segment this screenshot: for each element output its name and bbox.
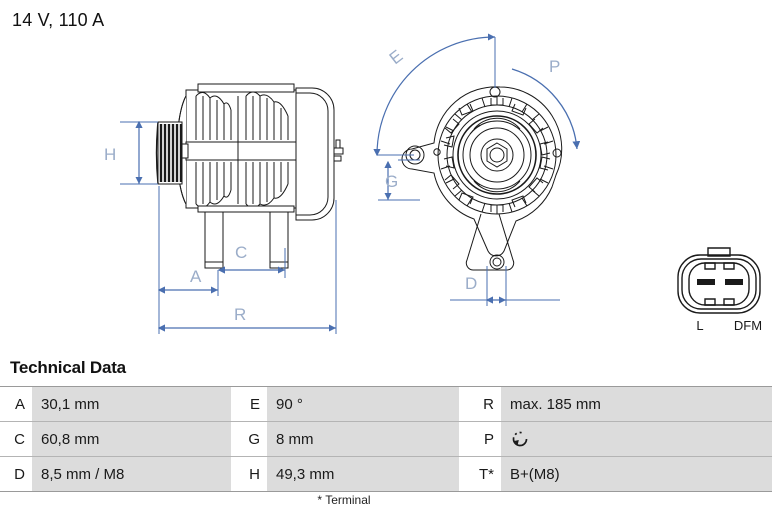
table-key: H [231,457,267,491]
technical-data-table: A 30,1 mm E 90 ° R max. 185 mm C 60,8 mm… [0,386,772,492]
dimension-label-C: C [235,243,247,262]
clockwise-rotation-icon [510,429,532,449]
dimension-label-D: D [465,274,477,293]
table-value: max. 185 mm [501,387,772,421]
table-value: 8,5 mm / M8 [32,457,231,491]
table-cell-group-1: D 8,5 mm / M8 [0,457,231,491]
dimension-label-A: A [190,267,202,286]
footnote-text: * Terminal [317,493,371,507]
table-value: 60,8 mm [32,422,231,456]
connector-pin-labels: L DFM [696,318,762,333]
table-cell-group-3: P [459,422,772,456]
table-value: B+(M8) [501,457,772,491]
table-key: E [231,387,267,421]
connector-plug-diagram [677,247,761,314]
table-value: 90 ° [267,387,459,421]
table-key: G [231,422,267,456]
table-cell-group-2: H 49,3 mm [231,457,459,491]
side-view-dimension-labels: H A C R [104,145,247,324]
table-key: A [0,387,32,421]
table-value: 49,3 mm [267,457,459,491]
table-key: T* [459,457,501,491]
front-view-dimension-labels: E G P D [385,46,560,293]
table-top-rule [0,386,772,387]
table-row: D 8,5 mm / M8 H 49,3 mm T* B+(M8) [0,457,772,491]
alternator-front-view [401,86,563,271]
alternator-side-view [155,83,344,269]
table-rule [0,421,772,422]
table-cell-group-3: T* B+(M8) [459,457,772,491]
dimension-label-E: E [386,46,407,68]
dimension-label-R: R [234,305,246,324]
connector-pin-label-DFM: DFM [734,318,762,333]
table-cell-group-1: C 60,8 mm [0,422,231,456]
table-key: R [459,387,501,421]
table-value: 30,1 mm [32,387,231,421]
table-cell-group-2: E 90 ° [231,387,459,421]
table-value [501,422,772,456]
drawing-area: H A C R [104,33,762,334]
dimension-label-G: G [385,172,398,191]
table-key: C [0,422,32,456]
dimension-label-P: P [549,57,560,76]
table-row: A 30,1 mm E 90 ° R max. 185 mm [0,387,772,421]
front-view-dimensions [373,33,581,306]
table-footnote: * Terminal [0,493,772,507]
table-row: C 60,8 mm G 8 mm P [0,422,772,456]
table-cell-group-1: A 30,1 mm [0,387,231,421]
dimension-label-H: H [104,145,116,164]
side-view-dimensions [120,120,337,334]
connector-pin-label-L: L [696,318,703,333]
table-cell-group-2: G 8 mm [231,422,459,456]
section-title: Technical Data [10,358,126,377]
table-key: D [0,457,32,491]
table-cell-group-3: R max. 185 mm [459,387,772,421]
table-key: P [459,422,501,456]
page-title: 14 V, 110 A [12,10,105,30]
table-rule [0,456,772,457]
table-value: 8 mm [267,422,459,456]
table-bottom-rule [0,491,772,492]
